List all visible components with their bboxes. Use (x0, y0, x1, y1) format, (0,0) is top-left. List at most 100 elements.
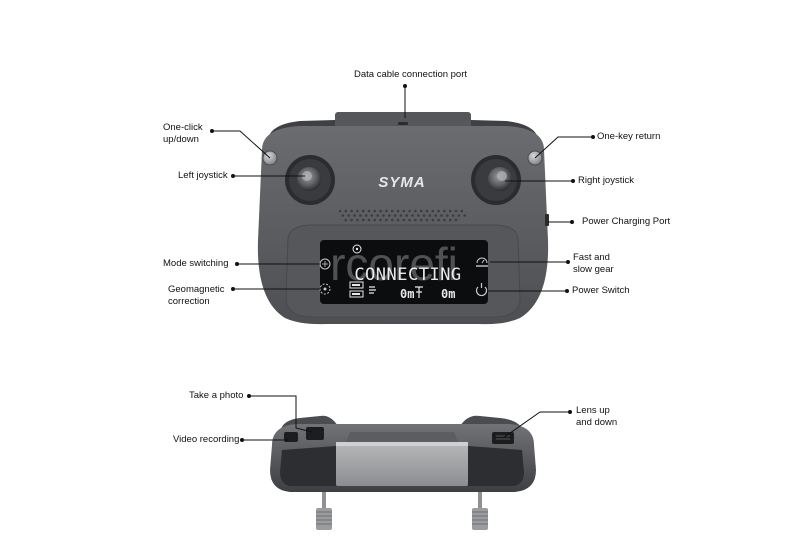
speaker-hole (425, 218, 429, 222)
speaker-hole (422, 214, 426, 217)
left-joystick[interactable] (285, 155, 335, 205)
power-charging-port[interactable] (545, 214, 549, 226)
speaker-hole (364, 214, 368, 217)
speaker-hole (402, 209, 406, 213)
label-lens-updown: Lens up and down (576, 405, 618, 428)
label-left-joystick: Left joystick (178, 170, 228, 181)
left-antenna (316, 492, 332, 530)
speaker-hole (463, 214, 467, 217)
speaker-hole (393, 214, 397, 217)
controller-front-view (270, 415, 536, 530)
speaker-hole (399, 214, 403, 217)
speaker-hole (454, 218, 458, 222)
label-power-charging-port: Power Charging Port (582, 216, 671, 227)
label-one-key-return: One-key return (597, 131, 661, 142)
speaker-hole (385, 209, 388, 213)
speaker-hole (446, 214, 449, 217)
speaker-hole (396, 218, 400, 222)
speaker-hole (405, 214, 409, 217)
speaker-hole (434, 214, 438, 217)
speaker-hole (448, 218, 452, 222)
speaker-hole (443, 218, 446, 222)
speaker-hole (414, 209, 417, 213)
speaker-hole (419, 209, 423, 213)
lens-dial-ridges (496, 435, 510, 440)
speaker-hole (431, 209, 435, 213)
speaker-hole (376, 214, 380, 217)
label-data-cable-port: Data cable connection port (354, 69, 468, 80)
speaker-hole (373, 209, 377, 213)
right-antenna (472, 492, 488, 530)
speaker-grille (338, 209, 467, 222)
speaker-hole (388, 214, 391, 217)
label-power-switch: Power Switch (572, 285, 630, 296)
speaker-hole (408, 218, 411, 222)
speedometer-icon[interactable] (476, 257, 488, 267)
speaker-hole (338, 209, 342, 213)
left-grip (280, 446, 336, 486)
speaker-hole (359, 214, 362, 217)
speaker-hole (379, 218, 382, 222)
speaker-hole (457, 214, 461, 217)
speaker-hole (347, 214, 351, 217)
speaker-hole (361, 218, 365, 222)
label-geomagnetic-correction: Geomagnetic correction (168, 284, 225, 307)
speaker-hole (385, 218, 388, 222)
speaker-hole (454, 209, 458, 213)
speaker-hole (460, 209, 464, 213)
speaker-hole (373, 218, 377, 222)
phone-clamp-edge (336, 442, 468, 446)
lcd-status-text: CONNECTING (354, 265, 461, 285)
leader-dots (210, 84, 595, 442)
label-fast-slow-gear: Fast and slow gear (573, 252, 614, 275)
speaker-hole (390, 218, 394, 222)
gps-icon (369, 286, 376, 294)
altitude-readout: 0m (400, 287, 414, 301)
leader-lens (502, 411, 570, 439)
speaker-hole (440, 214, 443, 217)
speaker-hole (382, 214, 385, 217)
speaker-hole (356, 209, 359, 213)
label-right-joystick: Right joystick (578, 175, 634, 186)
speaker-hole (353, 214, 356, 217)
speaker-hole (367, 209, 371, 213)
speaker-hole (361, 209, 365, 213)
label-one-click-updown: One-click up/down (163, 122, 203, 145)
leader-one-key-return (534, 136, 593, 159)
speaker-hole (451, 214, 455, 217)
speaker-hole (367, 218, 371, 222)
speaker-hole (341, 214, 345, 217)
battery-icon (349, 281, 364, 298)
phone-clamp (336, 442, 468, 486)
power-icon[interactable] (475, 283, 488, 297)
speaker-hole (419, 218, 423, 222)
controller-top-view: SYMA CONNECTING 0m 0m (257, 112, 549, 325)
speaker-hole (344, 218, 348, 222)
label-mode-switching: Mode switching (163, 258, 229, 269)
speaker-hole (437, 218, 440, 222)
speaker-hole (344, 209, 348, 213)
label-take-photo: Take a photo (189, 390, 244, 401)
speaker-hole (408, 209, 411, 213)
speaker-hole (425, 209, 429, 213)
speaker-hole (437, 209, 440, 213)
right-joystick[interactable] (471, 155, 521, 205)
speaker-hole (350, 218, 353, 222)
distance-readout: 0m (441, 287, 455, 301)
data-cable-port-slot (398, 122, 408, 125)
take-photo-button[interactable] (306, 427, 324, 440)
speaker-hole (431, 218, 435, 222)
callout-leaders (212, 86, 593, 441)
signal-icon (352, 244, 362, 254)
watermark: rcorefi (330, 238, 458, 290)
leader-one-click (212, 130, 271, 159)
speaker-hole (390, 209, 394, 213)
speaker-hole (428, 214, 432, 217)
clamp-tab (346, 432, 458, 442)
leader-photo (249, 395, 313, 433)
speaker-hole (443, 209, 446, 213)
label-video-recording: Video recording (173, 434, 240, 445)
speaker-hole (379, 209, 382, 213)
brand-logo: SYMA (378, 174, 425, 191)
speaker-hole (417, 214, 420, 217)
